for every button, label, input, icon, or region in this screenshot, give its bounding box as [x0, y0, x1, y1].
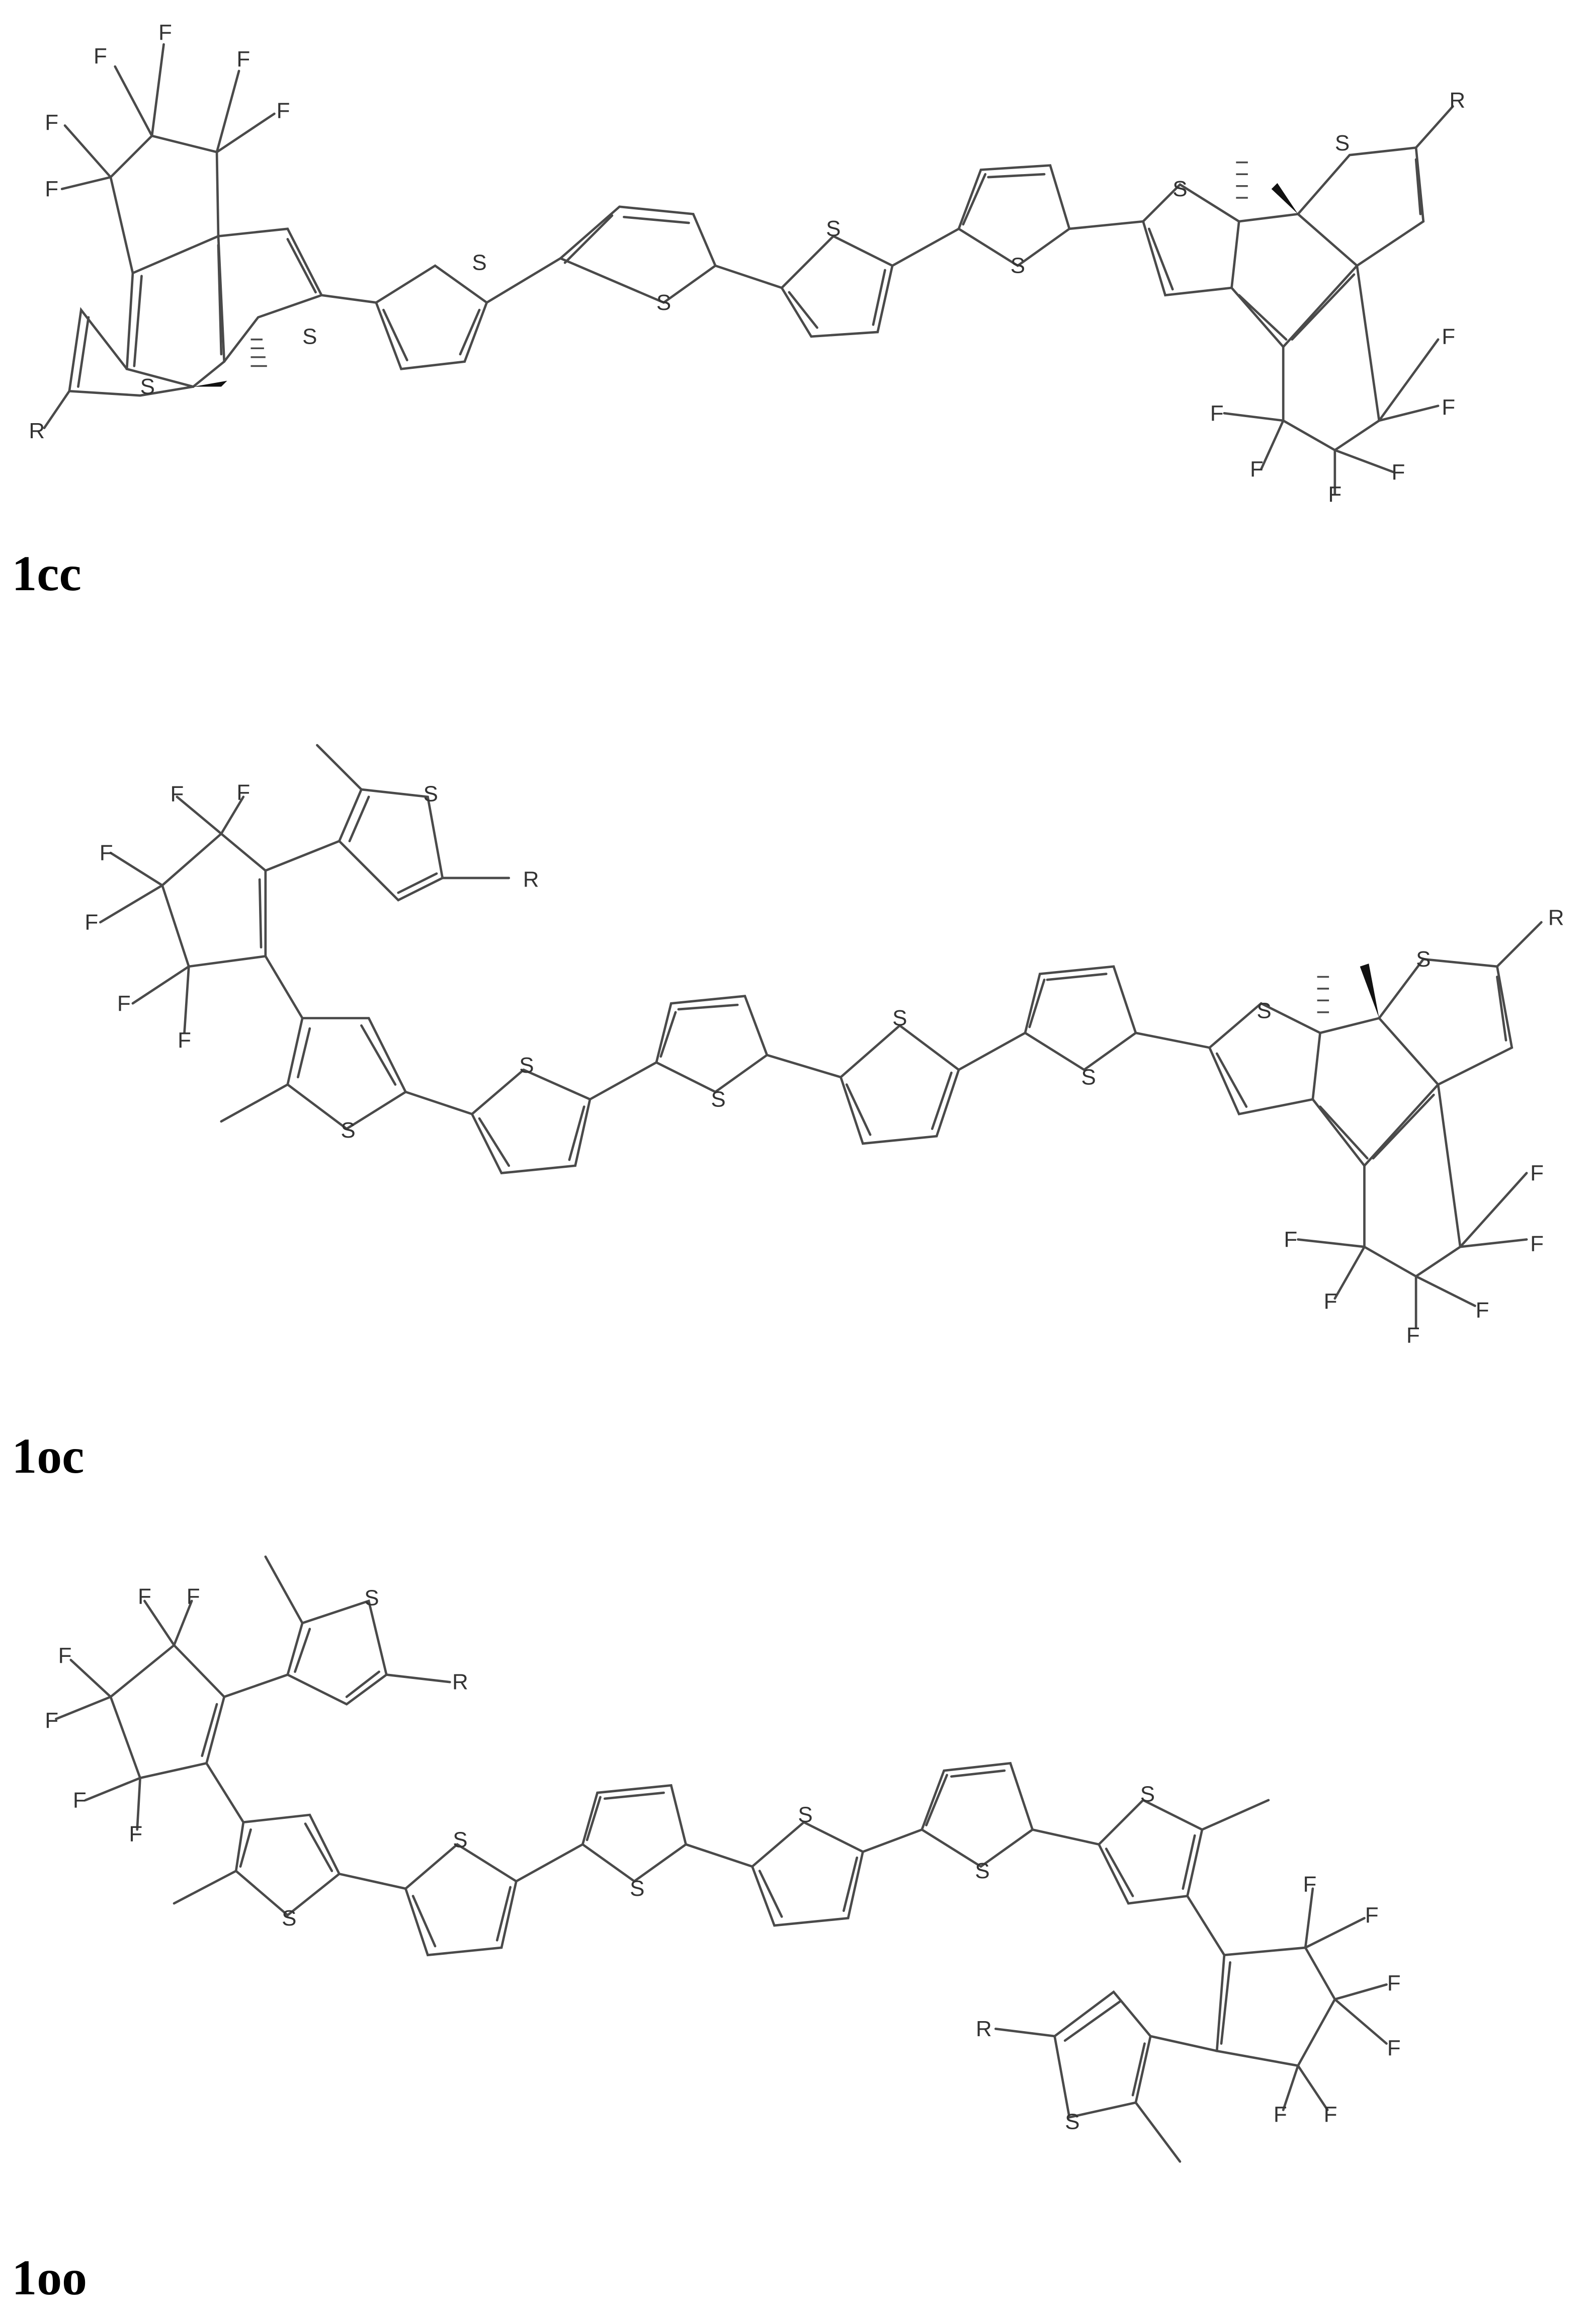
fluorine-label: F: [1324, 2102, 1337, 2127]
r-group-label: R: [452, 1670, 468, 1695]
sulfur-label: S: [341, 1118, 355, 1143]
fluorine-label: F: [58, 1643, 72, 1668]
fluorine-label: F: [277, 99, 290, 123]
fluorine-label: F: [178, 1028, 191, 1053]
sulfur-label: S: [1140, 1782, 1155, 1807]
atom-labels-1oc: F F F F F F S R S S S S S S S R F F F F …: [85, 780, 1564, 1347]
sulfur-label: S: [424, 781, 438, 806]
fluorine-label: F: [1406, 1323, 1420, 1348]
fluorine-label: F: [1324, 1289, 1337, 1314]
compound-label-1oo: 1oo: [12, 2250, 87, 2305]
sulfur-label: S: [302, 324, 317, 349]
sulfur-label: S: [1416, 947, 1431, 972]
fluorine-label: F: [158, 20, 172, 45]
sulfur-label: S: [519, 1053, 534, 1078]
fluorine-label: F: [94, 44, 107, 68]
fluorine-label: F: [1442, 324, 1455, 349]
fluorine-label: F: [187, 1584, 200, 1609]
sulfur-label: S: [1011, 254, 1025, 278]
sulfur-label: S: [282, 1906, 296, 1931]
compound-label-1oc: 1oc: [12, 1428, 84, 1484]
fluorine-label: F: [1391, 460, 1405, 485]
sulfur-label: S: [453, 1827, 467, 1852]
fluorine-label: F: [73, 1788, 87, 1812]
sulfur-label: S: [975, 1859, 989, 1883]
fluorine-label: F: [1250, 457, 1264, 482]
sulfur-label: S: [656, 290, 671, 315]
fluorine-label: F: [85, 910, 98, 934]
sulfur-label: S: [1065, 2110, 1079, 2134]
sulfur-label: S: [472, 251, 486, 275]
fluorine-label: F: [117, 991, 131, 1016]
sulfur-label: S: [630, 1876, 644, 1901]
fluorine-label: F: [1387, 2036, 1401, 2060]
fluorine-label: F: [1530, 1232, 1544, 1256]
sulfur-label: S: [711, 1087, 725, 1111]
fluorine-label: F: [1442, 395, 1455, 420]
fluorine-label: F: [1530, 1161, 1544, 1185]
sulfur-label: S: [140, 374, 155, 399]
fluorine-label: F: [1284, 1227, 1297, 1252]
sulfur-label: S: [364, 1586, 379, 1611]
fluorine-label: F: [45, 110, 58, 135]
atom-labels-1oo: F F F F F F S R S S S S S S F F F F F F …: [45, 1584, 1400, 2134]
compound-label-1cc: 1cc: [12, 545, 81, 601]
sulfur-label: S: [798, 1803, 812, 1827]
r-group-label: R: [29, 419, 45, 443]
fluorine-label: F: [45, 177, 58, 201]
r-group-label: R: [976, 2017, 992, 2041]
sulfur-label: S: [1172, 177, 1187, 201]
fluorine-label: F: [138, 1584, 151, 1609]
sulfur-label: S: [892, 1006, 907, 1030]
fluorine-label: F: [1303, 1872, 1317, 1896]
fluorine-label: F: [1328, 482, 1342, 507]
fluorine-label: F: [236, 47, 250, 71]
compound-1oc: [99, 744, 1543, 1329]
fluorine-label: F: [170, 781, 184, 806]
sulfur-label: S: [1081, 1065, 1096, 1089]
r-group-label: R: [1548, 906, 1564, 930]
r-group-label: R: [1449, 88, 1465, 113]
compound-1cc: [43, 43, 1454, 496]
fluorine-label: F: [1387, 1971, 1401, 1995]
atom-labels-1cc: F F F F F F S S R S S S S S S R F F F F …: [29, 20, 1465, 507]
r-group-label: R: [523, 867, 539, 892]
sulfur-label: S: [1256, 998, 1271, 1023]
compound-1oo: [55, 1555, 1388, 2163]
fluorine-label: F: [1210, 401, 1224, 426]
sulfur-label: S: [1335, 131, 1350, 155]
fluorine-label: F: [1365, 1903, 1379, 1928]
fluorine-label: F: [100, 841, 113, 865]
fluorine-label: F: [45, 1708, 58, 1733]
fluorine-label: F: [129, 1822, 142, 1847]
fluorine-label: F: [1274, 2102, 1287, 2127]
fluorine-label: F: [1476, 1298, 1489, 1323]
sulfur-label: S: [826, 216, 841, 241]
fluorine-label: F: [236, 780, 250, 805]
